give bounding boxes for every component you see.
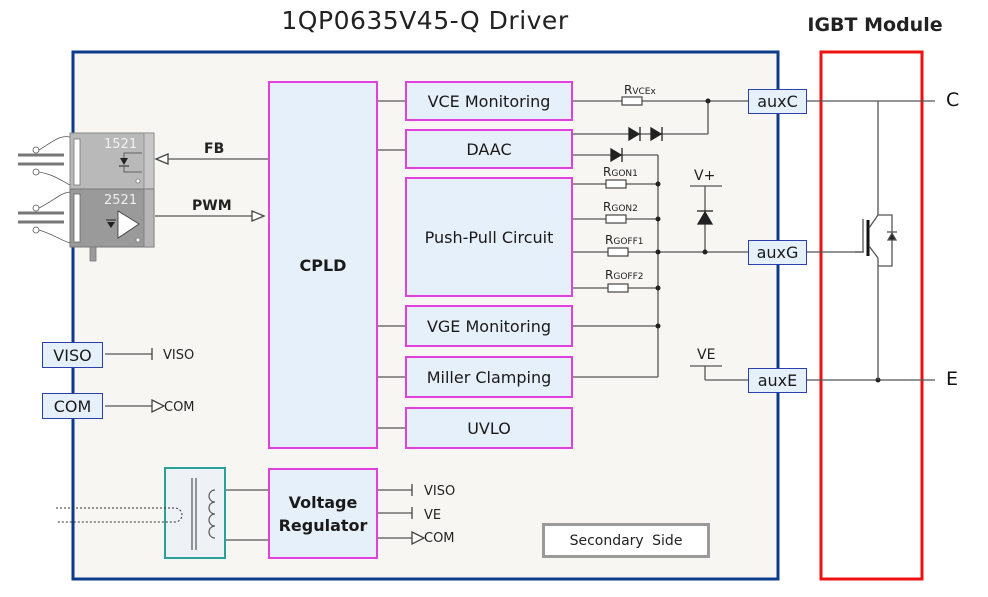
wires xyxy=(105,100,935,541)
junction-dot xyxy=(655,285,661,291)
com-net-label: COM xyxy=(164,400,195,415)
tvs-diode-1-icon xyxy=(628,126,641,142)
junction-dot xyxy=(655,249,661,255)
junction-dot xyxy=(655,181,661,187)
junction-dot xyxy=(702,249,708,255)
rvce-label: RVCEx xyxy=(624,83,656,97)
secondary-side-label: Secondary Side xyxy=(542,523,710,558)
collector-terminal: C xyxy=(946,89,960,111)
tvs-diode-2-icon xyxy=(650,126,663,142)
push-pull-label: Push-Pull Circuit xyxy=(424,227,554,247)
igbt-module-boundary xyxy=(819,50,924,581)
voltage-regulator-label-1: Voltage xyxy=(288,492,358,512)
push-pull-block: Push-Pull Circuit xyxy=(405,177,573,297)
igbt-module-title: IGBT Module xyxy=(807,14,943,36)
driver-title: 1QP0635V45-Q Driver xyxy=(281,6,569,35)
vge-monitoring-label: VGE Monitoring xyxy=(426,316,552,336)
auxe-port: auxE xyxy=(748,368,807,393)
junction-dot xyxy=(655,323,661,329)
uvlo-block: UVLO xyxy=(405,407,573,449)
optocoupler-pwm xyxy=(69,188,155,262)
pwm-arrow-icon xyxy=(251,210,266,222)
primary-loop xyxy=(56,507,183,523)
optocoupler-fb xyxy=(69,132,155,190)
rgon1-label: RGON1 xyxy=(603,165,638,179)
com-port: COM xyxy=(42,393,103,419)
reg-com-label: COM xyxy=(424,531,455,546)
voltage-regulator-label-2: Regulator xyxy=(278,515,368,535)
fb-signal-label: FB xyxy=(204,141,225,157)
auxc-port: auxC xyxy=(748,89,807,114)
daac-label: DAAC xyxy=(466,139,512,159)
vce-monitoring-block: VCE Monitoring xyxy=(405,81,573,121)
voltage-regulator-block: Voltage Regulator xyxy=(268,468,378,559)
cpld-label: CPLD xyxy=(299,255,347,275)
fb-arrow-icon xyxy=(154,153,169,165)
rgoff1-label: RGOFF1 xyxy=(605,233,644,247)
uvlo-label: UVLO xyxy=(467,418,511,438)
clamp-diode-icon xyxy=(696,210,714,225)
rgon2-label: RGON2 xyxy=(603,200,638,214)
viso-net-label: VISO xyxy=(163,348,195,363)
primary-leads xyxy=(18,153,64,224)
vplus-label: V+ xyxy=(694,168,716,184)
vge-monitoring-block: VGE Monitoring xyxy=(405,305,573,347)
igbt-transistor-icon xyxy=(855,101,898,380)
miller-clamping-block: Miller Clamping xyxy=(405,356,573,398)
daac-block: DAAC xyxy=(405,129,573,169)
auxg-port: auxG xyxy=(748,240,807,265)
cpld-block: CPLD xyxy=(268,81,378,449)
transformer xyxy=(164,467,226,559)
transformer-core-icon xyxy=(191,478,216,550)
vce-monitoring-label: VCE Monitoring xyxy=(427,91,551,111)
optocoupler-fb-part: 1521 xyxy=(104,137,138,152)
reg-ve-label: VE xyxy=(424,508,442,523)
rgoff1-resistor-icon xyxy=(607,247,629,257)
emitter-terminal: E xyxy=(946,368,959,390)
ve-gate-label: VE xyxy=(697,347,716,363)
optocoupler-pwm-part: 2521 xyxy=(104,193,138,208)
com-triangle-icon xyxy=(151,398,166,414)
pwm-signal-label: PWM xyxy=(192,198,232,214)
rgoff2-resistor-icon xyxy=(607,283,629,293)
rvce-resistor-icon xyxy=(621,96,643,106)
rgoff2-label: RGOFF2 xyxy=(605,268,644,282)
viso-port: VISO xyxy=(42,342,103,368)
junction-dot xyxy=(655,216,661,222)
junction-dot xyxy=(705,98,711,104)
miller-clamping-label: Miller Clamping xyxy=(426,367,552,387)
rgon1-resistor-icon xyxy=(605,179,627,189)
reg-viso-label: VISO xyxy=(424,484,456,499)
reg-com-triangle-icon xyxy=(411,530,426,546)
daac-diode-icon xyxy=(610,147,623,163)
rgon2-resistor-icon xyxy=(605,214,627,224)
